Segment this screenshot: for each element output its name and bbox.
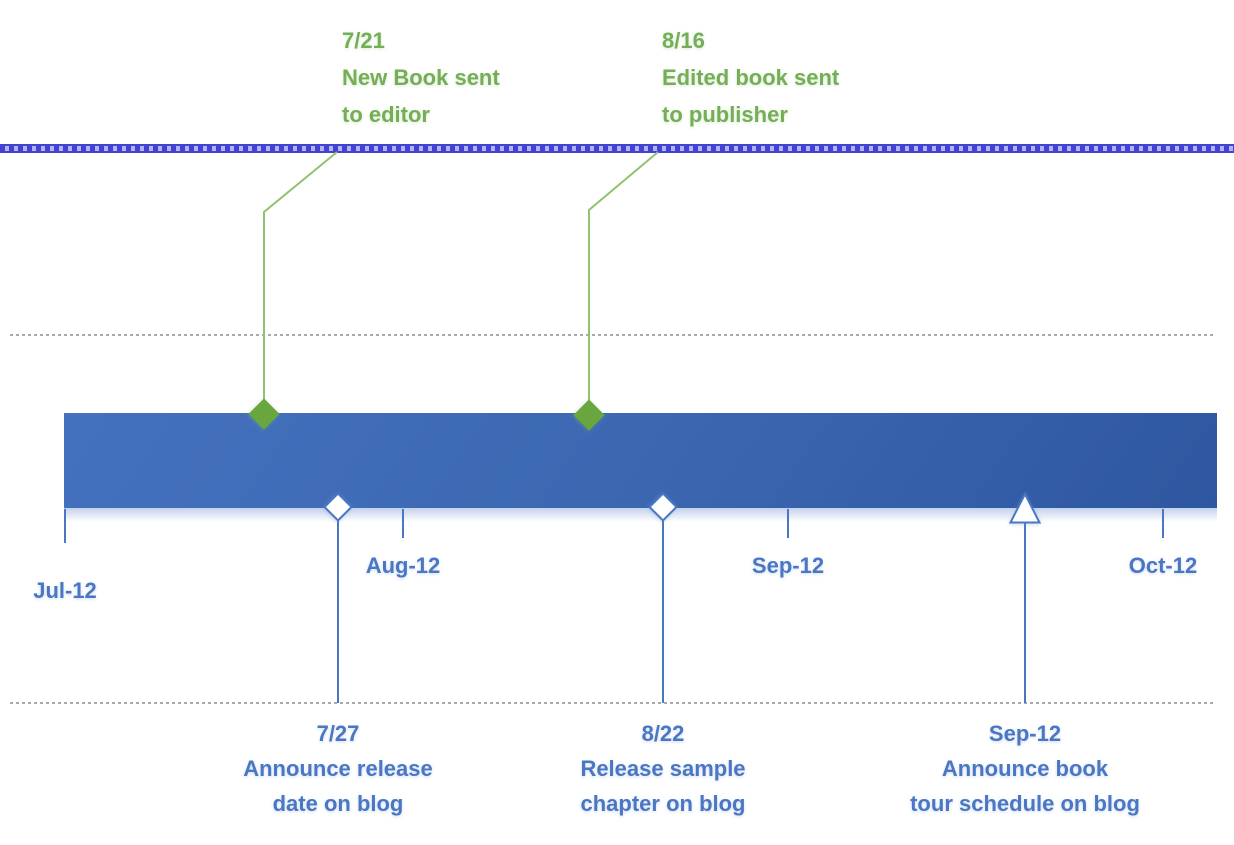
axis-label-jul: Jul-12 — [33, 578, 97, 603]
gridline-bottom — [10, 702, 1215, 704]
milestone-diamond-2[interactable] — [573, 399, 605, 431]
milestone-diamond-1[interactable] — [248, 398, 280, 430]
axis-label-oct: Oct-12 — [1128, 553, 1198, 578]
canvas-border — [0, 144, 1234, 153]
label-line: 7/27 — [316, 721, 360, 746]
label-line: New Book sent — [342, 65, 500, 90]
milestone-connector-1 — [263, 151, 338, 401]
label-line: Announce book — [941, 756, 1109, 781]
event-label-2[interactable]: 8/22 Release sample chapter on blog — [483, 716, 843, 821]
milestone-connector-2 — [588, 151, 659, 402]
event-diamond-2[interactable] — [648, 492, 678, 522]
label-line: 8/16 — [662, 28, 705, 53]
label-line: date on blog — [272, 791, 404, 816]
timeline-bar-reflection — [64, 508, 1217, 522]
axis-label-sep: Sep-12 — [751, 553, 825, 578]
label-line: Release sample — [580, 756, 746, 781]
event-label-1[interactable]: 7/27 Announce release date on blog — [158, 716, 518, 821]
event-label-3[interactable]: Sep-12 Announce book tour schedule on bl… — [845, 716, 1205, 821]
event-triangle[interactable] — [1008, 491, 1042, 524]
label-line: 7/21 — [342, 28, 385, 53]
event-diamond-1[interactable] — [323, 492, 353, 522]
label-line: Edited book sent — [662, 65, 840, 90]
gridline-top — [10, 334, 1215, 336]
label-line: to editor — [342, 102, 430, 127]
label-line: 8/22 — [641, 721, 685, 746]
label-line: Announce release — [243, 756, 433, 781]
label-line: Sep-12 — [988, 721, 1062, 746]
label-line: chapter on blog — [580, 791, 746, 816]
axis-label-aug: Aug-12 — [365, 553, 441, 578]
label-line: to publisher — [662, 102, 788, 127]
milestone-label-2[interactable]: 8/16 Edited book sent to publisher — [662, 22, 839, 133]
milestone-label-1[interactable]: 7/21 New Book sent to editor — [342, 22, 500, 133]
label-line: tour schedule on blog — [910, 791, 1140, 816]
